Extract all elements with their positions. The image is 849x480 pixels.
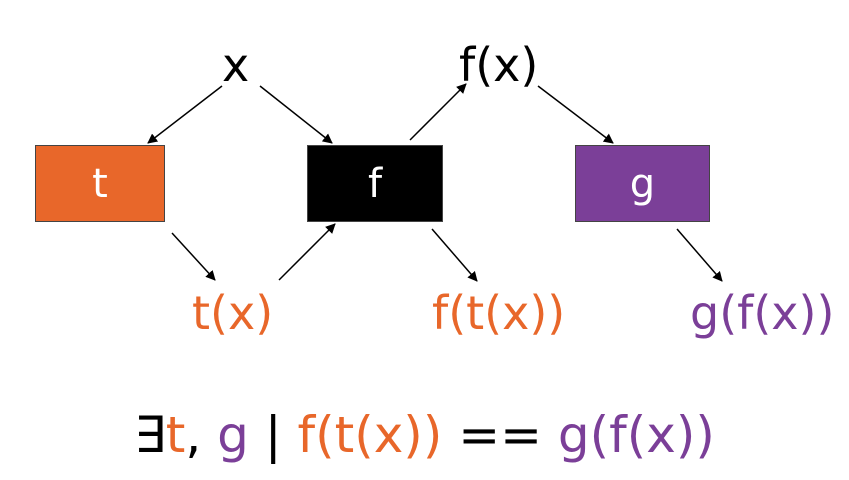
function-box-g: g bbox=[575, 145, 710, 222]
equation-lhs: f(t(x)) bbox=[297, 406, 443, 464]
node-f-of-t-of-x: f(t(x)) bbox=[432, 286, 566, 340]
arrow-x-to-t bbox=[147, 85, 223, 144]
function-box-t: t bbox=[35, 145, 165, 222]
node-x: x bbox=[222, 38, 250, 92]
arrow-t-to-tx bbox=[171, 232, 216, 281]
arrow-f-to-fx bbox=[409, 83, 467, 141]
equation-bar: | bbox=[248, 406, 298, 464]
equation-g: g bbox=[217, 406, 249, 464]
node-f-of-x: f(x) bbox=[459, 38, 539, 92]
function-box-t-label: t bbox=[92, 160, 108, 207]
node-g-of-f-of-x: g(f(x)) bbox=[690, 286, 835, 340]
function-box-g-label: g bbox=[629, 160, 656, 207]
arrow-g-to-gfx bbox=[676, 228, 723, 282]
arrow-x-to-f bbox=[259, 85, 333, 144]
function-box-f: f bbox=[307, 145, 443, 222]
equation: ∃t, g | f(t(x)) == g(f(x)) bbox=[0, 410, 849, 460]
equation-comma: , bbox=[185, 406, 218, 464]
exists-symbol: ∃ bbox=[134, 406, 166, 464]
equation-t: t bbox=[165, 406, 186, 464]
arrow-f-to-ftx bbox=[431, 228, 478, 282]
equation-rhs: g(f(x)) bbox=[557, 406, 715, 464]
function-box-f-label: f bbox=[367, 160, 383, 207]
equation-equals: == bbox=[442, 406, 558, 464]
arrow-tx-to-f bbox=[278, 223, 336, 281]
arrow-fx-to-g bbox=[537, 85, 614, 144]
node-t-of-x: t(x) bbox=[192, 286, 274, 340]
